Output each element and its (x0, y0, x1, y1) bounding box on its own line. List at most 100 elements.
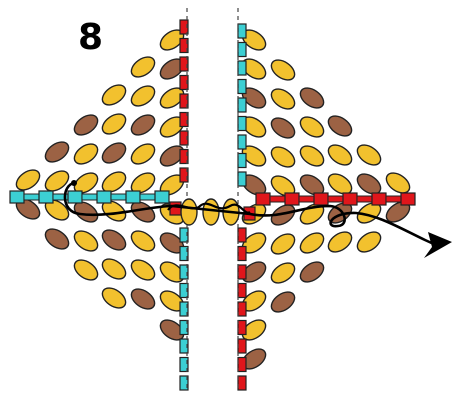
red-square-bead (371, 192, 387, 206)
red-square-bead (237, 356, 247, 373)
needle-thread-path (63, 181, 438, 247)
square-beads (9, 19, 416, 391)
teal-square-bead (237, 78, 247, 95)
teal-square-bead (237, 171, 247, 187)
gold-bead (385, 172, 411, 194)
teal-square-bead (237, 97, 247, 113)
teal-square-bead (179, 375, 189, 391)
red-square-bead (255, 192, 271, 206)
red-square-bead (179, 74, 189, 91)
red-bugle-bead (385, 195, 402, 203)
red-bugle-bead (298, 195, 315, 203)
red-square-bead (237, 375, 247, 391)
gold-bead (101, 258, 127, 280)
red-square-bead (237, 301, 247, 317)
red-square-bead (179, 93, 189, 109)
brown-bead (130, 201, 156, 223)
red-square-bead (284, 192, 300, 206)
teal-square-bead (67, 190, 83, 204)
brown-bead (130, 288, 156, 310)
thread-through-beads (167, 202, 251, 214)
brown-bead (159, 319, 185, 341)
gold-bead (73, 259, 99, 281)
gold-bead (270, 233, 296, 255)
gold-bead (101, 287, 127, 309)
brown-bead (356, 173, 382, 195)
red-square-bead (179, 130, 189, 146)
gold-bead (356, 231, 382, 253)
red-square-bead (400, 192, 416, 206)
red-bugle-bead (327, 195, 344, 203)
teal-square-bead (154, 190, 170, 204)
gold-bead (299, 116, 325, 138)
gold-bead (159, 87, 185, 109)
arrow-right-icon (424, 232, 452, 258)
step-number: 8 (78, 17, 104, 58)
teal-square-bead (38, 190, 54, 204)
teal-square-bead (9, 190, 25, 204)
red-square-bead (313, 192, 329, 206)
brown-bead (159, 145, 185, 167)
left-panel-beads (15, 29, 185, 341)
teal-square-bead (237, 134, 247, 150)
teal-bugle-bead (110, 193, 127, 201)
teal-square-bead (179, 301, 189, 317)
teal-square-bead (237, 41, 247, 58)
red-bugle-bead (356, 195, 373, 203)
brown-bead (101, 229, 127, 251)
teal-square-bead (179, 264, 189, 280)
red-square-bead (179, 148, 189, 165)
red-square-bead (237, 282, 247, 299)
teal-bugle-bead (81, 193, 98, 201)
gold-bead (270, 262, 296, 284)
brown-bead (270, 204, 296, 226)
gold-bead (327, 144, 353, 166)
gold-bead (270, 146, 296, 168)
gold-bead (327, 231, 353, 253)
gold-bead (73, 143, 99, 165)
gold-bead (15, 169, 41, 191)
teal-square-bead (179, 282, 189, 299)
teal-square-bead (179, 227, 189, 243)
brown-bead (327, 115, 353, 137)
brown-bead (130, 114, 156, 136)
gold-bead (44, 170, 70, 192)
gold-bead (270, 88, 296, 110)
teal-square-bead (179, 356, 189, 373)
gold-bead (130, 56, 156, 78)
gold-bead (101, 84, 127, 106)
red-square-bead (179, 37, 189, 54)
brown-bead (270, 291, 296, 313)
red-square-bead (179, 19, 189, 35)
teal-square-bead (179, 245, 189, 262)
red-square-bead (237, 264, 247, 280)
gold-bead (73, 230, 99, 252)
red-square-bead (342, 192, 358, 206)
gold-bead (130, 85, 156, 107)
thread-start-dot (71, 180, 77, 186)
gold-bead (299, 232, 325, 254)
gold-bead (356, 144, 382, 166)
teal-square-bead (96, 190, 112, 204)
red-square-bead (237, 227, 247, 243)
brown-bead (73, 114, 99, 136)
gold-bead (270, 59, 296, 81)
teal-square-bead (237, 23, 247, 39)
teal-square-bead (237, 60, 247, 76)
gold-bead (180, 198, 198, 226)
right-panel-beads (241, 29, 411, 370)
gold-bead (130, 230, 156, 252)
gold-bead (130, 143, 156, 165)
teal-square-bead (237, 152, 247, 169)
gold-bead (130, 259, 156, 281)
gold-bead (101, 113, 127, 135)
brown-bead (44, 141, 70, 163)
red-bugle-bead (269, 195, 286, 203)
brown-bead (299, 87, 325, 109)
teal-square-bead (125, 190, 141, 204)
red-square-bead (237, 245, 247, 262)
teal-square-bead (179, 319, 189, 336)
brown-bead (44, 228, 70, 250)
